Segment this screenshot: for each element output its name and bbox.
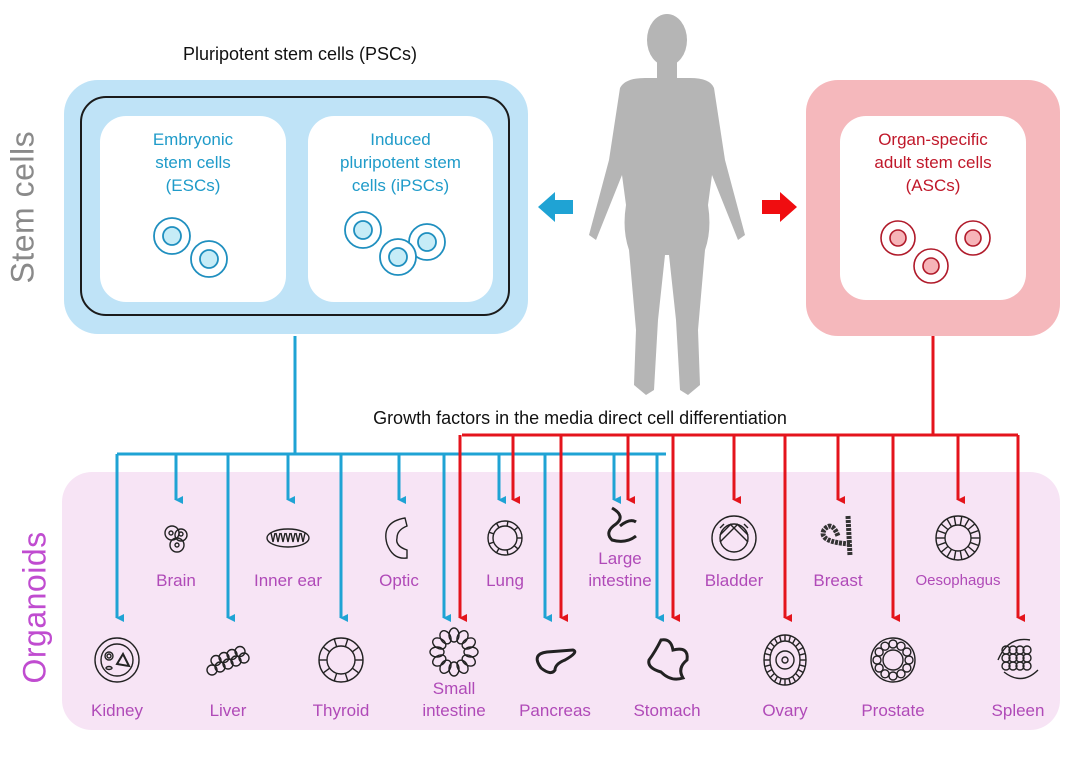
inner-ear-organoid-icon [266, 528, 310, 548]
pancreas-label: Pancreas [519, 701, 591, 720]
ipsc-label: Induced pluripotent stem cells (iPSCs) [340, 130, 461, 195]
stomach-label: Stomach [633, 701, 701, 720]
brain-label: Brain [156, 571, 196, 590]
asc-connector-lines [462, 336, 1018, 437]
kidney-label: Kidney [91, 701, 143, 720]
brain-organoid-icon [164, 525, 188, 553]
oesophagus-label: Oesophagus [915, 572, 1001, 589]
pancreas-organoid-icon [535, 648, 577, 675]
optic-organoid-icon [385, 517, 408, 559]
psc-title: Pluripotent stem cells (PSCs) [182, 44, 418, 64]
liver-organoid-icon [206, 645, 250, 676]
stomach-organoid-icon [647, 638, 689, 681]
growth-factors-caption: Growth factors in the media direct cell … [373, 408, 787, 428]
lung-organoid-icon [487, 520, 523, 556]
esc-cells-icon [153, 217, 228, 278]
thyroid-label: Thyroid [312, 701, 370, 720]
thyroid-organoid-icon [318, 637, 364, 683]
ipsc-cells-icon [344, 211, 446, 276]
esc-label: Embryonic stem cells (ESCs) [152, 130, 234, 195]
kidney-organoid-icon [94, 637, 140, 683]
psc-inner-border [80, 96, 510, 316]
spleen-organoid-icon [997, 638, 1039, 680]
oesophagus-organoid-icon [935, 515, 981, 561]
breast-label: Breast [813, 571, 863, 590]
bladder-label: Bladder [704, 571, 764, 590]
optic-label: Optic [379, 571, 419, 590]
spleen-label: Spleen [991, 701, 1045, 720]
ovary-label: Ovary [762, 701, 808, 720]
psc-connector-lines [117, 336, 666, 456]
left-arrow-icon [538, 192, 573, 222]
asc-cells-icon [880, 220, 991, 284]
right-arrow-icon [762, 192, 797, 222]
esc-card: Embryonic stem cells (ESCs) [100, 116, 286, 302]
inner-ear-label: Inner ear [253, 571, 323, 590]
lung-label: Lung [486, 571, 524, 590]
asc-label: Organ-specific adult stem cells (ASCs) [874, 130, 992, 195]
prostate-organoid-icon [870, 637, 916, 683]
small-intestine-label: Small intestine [422, 679, 486, 720]
liver-label: Liver [209, 701, 247, 720]
large-intestine-label: Large intestine [588, 549, 652, 590]
prostate-label: Prostate [861, 701, 925, 720]
asc-card: Organ-specific adult stem cells (ASCs) [840, 116, 1026, 300]
small-intestine-organoid-icon [429, 627, 479, 677]
bladder-organoid-icon [711, 515, 757, 561]
human-silhouette-icon [589, 14, 745, 395]
ovary-organoid-icon [763, 634, 807, 686]
breast-organoid-icon [820, 515, 853, 557]
large-intestine-organoid-icon [607, 506, 637, 543]
